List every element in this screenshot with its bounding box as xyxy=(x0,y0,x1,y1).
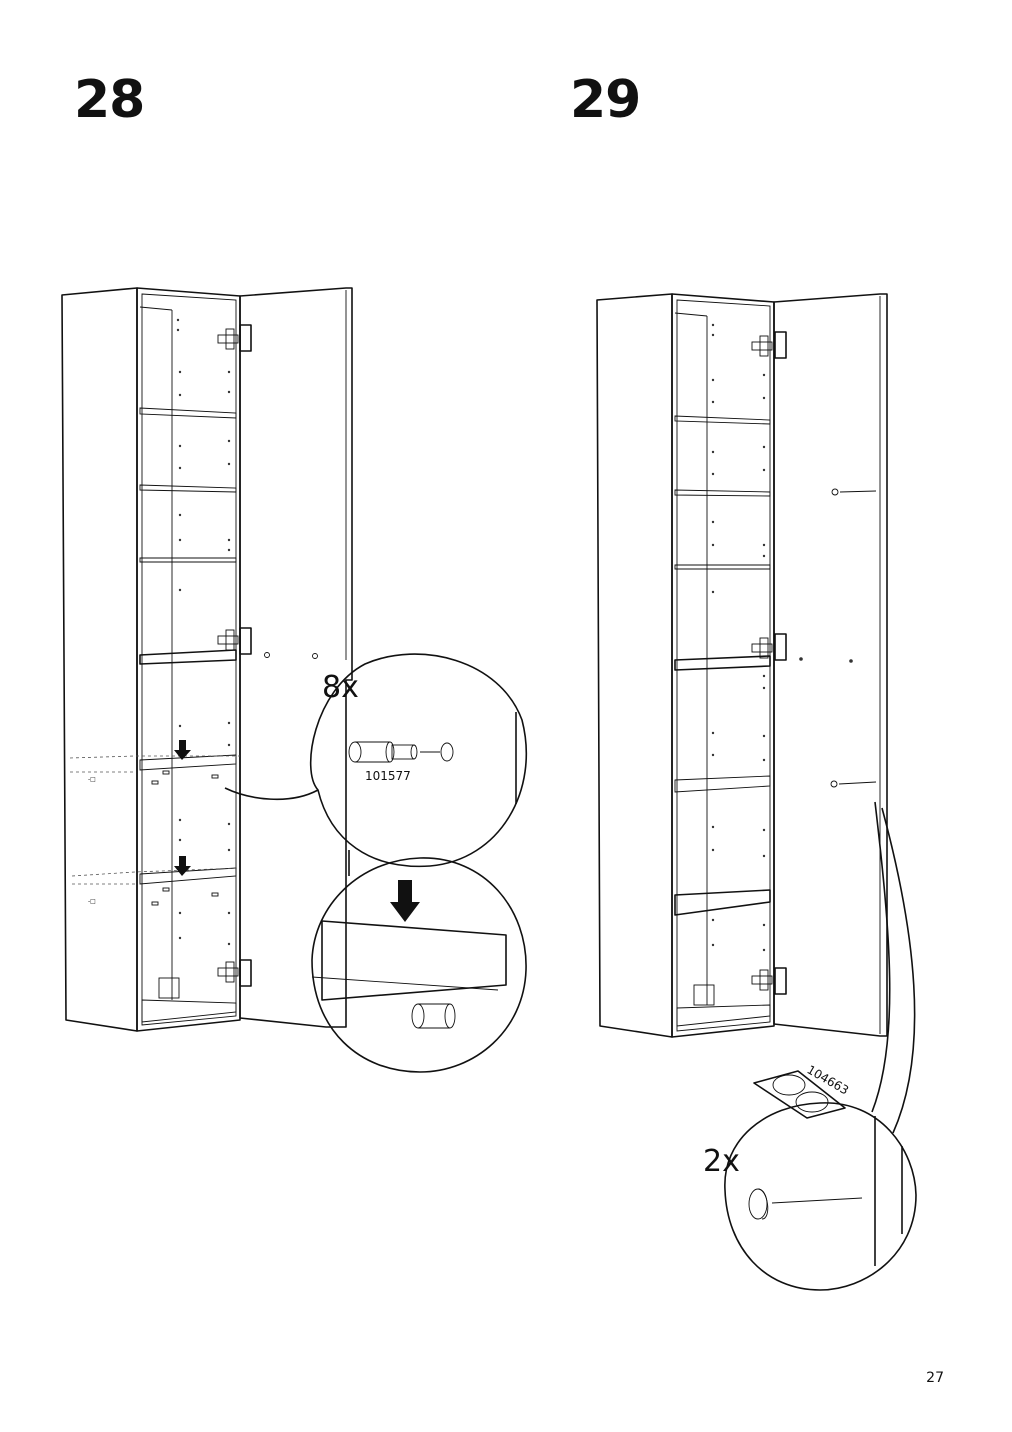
svg-text:-□: -□ xyxy=(88,898,96,905)
door-bumper-detail xyxy=(724,801,917,1291)
hinge-icon xyxy=(751,633,787,661)
step-28-part-number: 101577 xyxy=(365,769,411,783)
hinge-icon xyxy=(217,959,252,987)
hinge-icon xyxy=(751,967,787,995)
hinge-icon xyxy=(217,324,252,352)
hinge-icon xyxy=(751,331,787,359)
shelf-pin-detail xyxy=(224,653,527,868)
door-bumper-package xyxy=(753,1070,846,1119)
step-28-number: 28 xyxy=(74,70,145,130)
step-29-cabinet-illustration: 104663 2x xyxy=(596,293,917,1291)
down-arrow-icon xyxy=(174,856,191,876)
step-29-number: 29 xyxy=(570,70,641,130)
shelf-placement-detail xyxy=(311,857,527,1073)
step-28-quantity: 8x xyxy=(322,670,359,705)
step-29-quantity: 2x xyxy=(703,1144,740,1179)
page-number: 27 xyxy=(926,1370,944,1386)
svg-text:-□: -□ xyxy=(88,776,96,783)
down-arrow-icon xyxy=(174,740,191,760)
step-28-cabinet-illustration: -□ -□ 8x 101577 xyxy=(61,287,527,1073)
